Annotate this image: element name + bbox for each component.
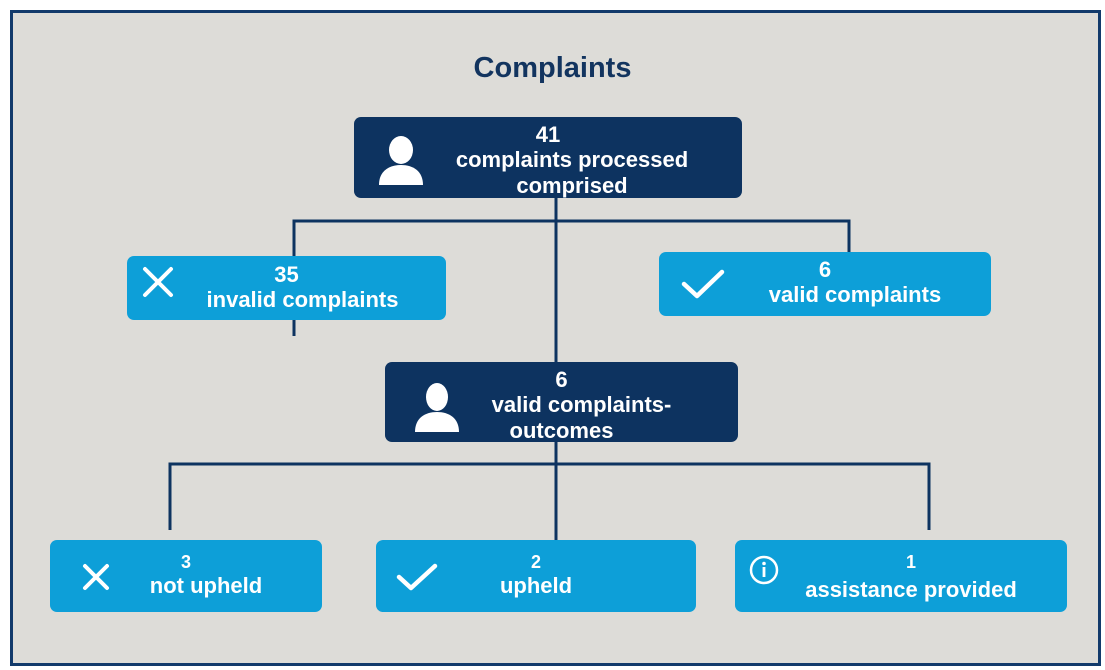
outcomes-label: valid complaints- [491, 392, 672, 418]
valid-count: 6 [818, 257, 832, 282]
cross-icon [143, 267, 173, 297]
invalid-node: 35 invalid complaints [127, 256, 446, 320]
not-upheld-label: not upheld [149, 572, 263, 598]
processed-label-2: comprised [516, 172, 628, 198]
valid-node: 6 valid complaints [659, 252, 991, 316]
diagram-title: Complaints [473, 52, 632, 84]
outcomes-count: 6 [555, 367, 568, 392]
processed-label: complaints processed [455, 147, 689, 173]
check-icon [681, 269, 725, 299]
info-icon [749, 555, 779, 585]
not-upheld-count: 3 [180, 552, 191, 572]
person-icon [415, 383, 459, 432]
processed-node: 41 complaints processed comprised [354, 117, 742, 198]
outcomes-label-2: outcomes [509, 417, 614, 443]
outcomes-node: 6 valid complaints- outcomes [385, 362, 738, 443]
person-icon [379, 136, 423, 185]
assistance-label: assistance provided [805, 576, 1017, 602]
assistance-node: 1 assistance provided [735, 540, 1067, 612]
processed-count: 41 [535, 122, 561, 147]
invalid-label: invalid complaints [206, 287, 399, 313]
invalid-count: 35 [274, 262, 299, 287]
cross-icon [83, 564, 109, 590]
not-upheld-node: 3 not upheld [50, 540, 322, 612]
check-icon [396, 563, 438, 591]
upheld-node: 2 upheld [376, 540, 696, 612]
assistance-count: 1 [905, 552, 916, 572]
upheld-label: upheld [499, 572, 573, 598]
upheld-count: 2 [530, 552, 541, 572]
valid-label: valid complaints [768, 282, 942, 308]
